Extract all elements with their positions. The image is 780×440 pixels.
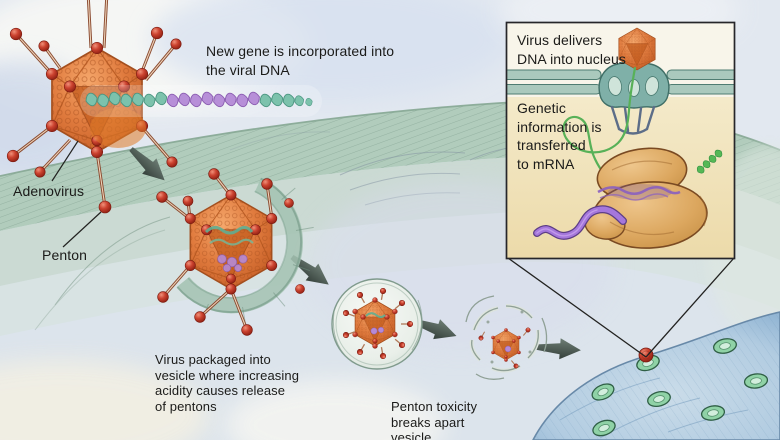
penton-fibers xyxy=(6,0,182,214)
penton-pointer xyxy=(62,211,102,248)
adenovirus-pointer xyxy=(51,140,79,182)
endocytic-vesicle xyxy=(331,278,423,370)
label-pointer-lines xyxy=(51,140,102,248)
virus-docked-at-pore xyxy=(638,347,654,363)
mrna-strand xyxy=(533,205,627,240)
dna-helix-new-gene xyxy=(80,85,322,117)
dna-thread xyxy=(562,66,637,188)
penton-fibers xyxy=(156,168,274,336)
inset-box xyxy=(505,21,736,260)
broken-vesicle xyxy=(465,295,548,380)
inset-border xyxy=(505,21,736,260)
inset-callout-lines xyxy=(507,257,735,358)
viral-dna-visible xyxy=(204,225,254,273)
released-penton xyxy=(284,198,305,294)
inset-nuclear-membrane xyxy=(506,69,735,95)
capsid-glow xyxy=(90,108,146,148)
adenovirus-with-new-gene xyxy=(6,0,182,214)
pore-basket xyxy=(610,105,656,135)
dna-in-polymerase xyxy=(597,186,681,201)
virus-entering-cell xyxy=(156,168,314,336)
rna-polymerase xyxy=(584,147,708,249)
